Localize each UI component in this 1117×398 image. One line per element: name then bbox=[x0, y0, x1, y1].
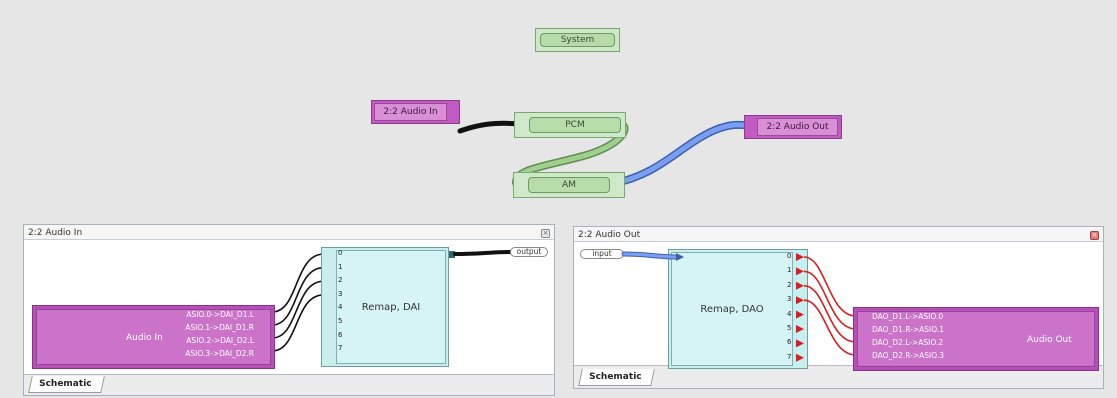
audio-in-block[interactable]: Audio In ASIO.0->DAI_D1.L ASIO.1->DAI_D1… bbox=[32, 305, 275, 369]
audio-out-block[interactable]: Audio Out DAO_D1.L->ASIO.0 DAO_D1.R->ASI… bbox=[853, 307, 1099, 371]
pin-number: 4 bbox=[787, 309, 792, 318]
pin-number: 6 bbox=[787, 338, 792, 347]
tab-schematic[interactable]: Schematic bbox=[28, 376, 105, 393]
pin-number: 1 bbox=[787, 266, 792, 275]
pcm-node[interactable]: PCM bbox=[514, 112, 626, 138]
channel-label: DAO_D1.R->ASIO.1 bbox=[872, 325, 944, 334]
system-node-label: System bbox=[540, 33, 615, 47]
audio-out-block-name: Audio Out bbox=[1027, 335, 1072, 345]
pin-number: 7 bbox=[338, 344, 343, 353]
remap-dao-label: Remap, DAO bbox=[671, 252, 793, 366]
channel-label: ASIO.1->DAI_D1.R bbox=[185, 323, 254, 332]
panel-title: 2:2 Audio In bbox=[28, 228, 83, 238]
audio-in-node[interactable]: 2:2 Audio In bbox=[371, 100, 460, 124]
system-node[interactable]: System bbox=[535, 28, 620, 52]
pin-number: 2 bbox=[787, 280, 792, 289]
channel-label: DAO_D1.L->ASIO.0 bbox=[872, 312, 944, 321]
tab-bar: Schematic bbox=[24, 375, 554, 395]
audio-out-node[interactable]: 2:2 Audio Out bbox=[744, 115, 842, 139]
audio-in-block-name: Audio In bbox=[126, 333, 163, 343]
pin-number: 3 bbox=[338, 289, 343, 298]
pin-number: 0 bbox=[787, 252, 792, 260]
remap-dai-label: Remap, DAI bbox=[336, 250, 446, 364]
pin-number: 7 bbox=[787, 352, 792, 361]
pin-number: 5 bbox=[787, 324, 792, 332]
wire-am-to-audio-out bbox=[607, 120, 756, 188]
remap-dao-block[interactable]: Remap, DAO bbox=[668, 249, 808, 369]
panel-title: 2:2 Audio Out bbox=[578, 230, 641, 240]
pin-number: 5 bbox=[338, 317, 343, 325]
pin-number: 0 bbox=[338, 249, 343, 257]
pcm-node-label: PCM bbox=[529, 117, 621, 133]
pin-number: 2 bbox=[338, 276, 343, 285]
audio-in-node-label: 2:2 Audio In bbox=[374, 103, 447, 121]
pin-number: 1 bbox=[338, 262, 343, 271]
am-node-label: AM bbox=[528, 177, 610, 193]
close-icon[interactable]: × bbox=[541, 229, 550, 238]
tab-schematic[interactable]: Schematic bbox=[578, 369, 655, 386]
channel-label: ASIO.2->DAI_D2.L bbox=[186, 336, 254, 345]
input-port[interactable]: input bbox=[580, 249, 624, 259]
pin-number: 4 bbox=[338, 303, 343, 312]
wire-audio-in-to-pcm bbox=[457, 120, 523, 134]
channel-label: DAO_D2.R->ASIO.3 bbox=[872, 351, 944, 360]
channel-label: DAO_D2.L->ASIO.2 bbox=[872, 338, 944, 347]
close-icon[interactable]: × bbox=[1090, 231, 1099, 240]
channel-label: ASIO.0->DAI_D1.L bbox=[186, 310, 254, 319]
audio-out-node-label: 2:2 Audio Out bbox=[757, 118, 838, 136]
remap-dai-block[interactable]: Remap, DAI bbox=[321, 247, 449, 367]
tab-bar: Schematic bbox=[574, 366, 1103, 388]
output-port[interactable]: output bbox=[510, 247, 548, 257]
pin-number: 3 bbox=[787, 295, 792, 304]
am-node[interactable]: AM bbox=[513, 172, 625, 198]
pin-number: 6 bbox=[338, 330, 343, 339]
channel-label: ASIO.3->DAI_D2.R bbox=[185, 349, 254, 358]
